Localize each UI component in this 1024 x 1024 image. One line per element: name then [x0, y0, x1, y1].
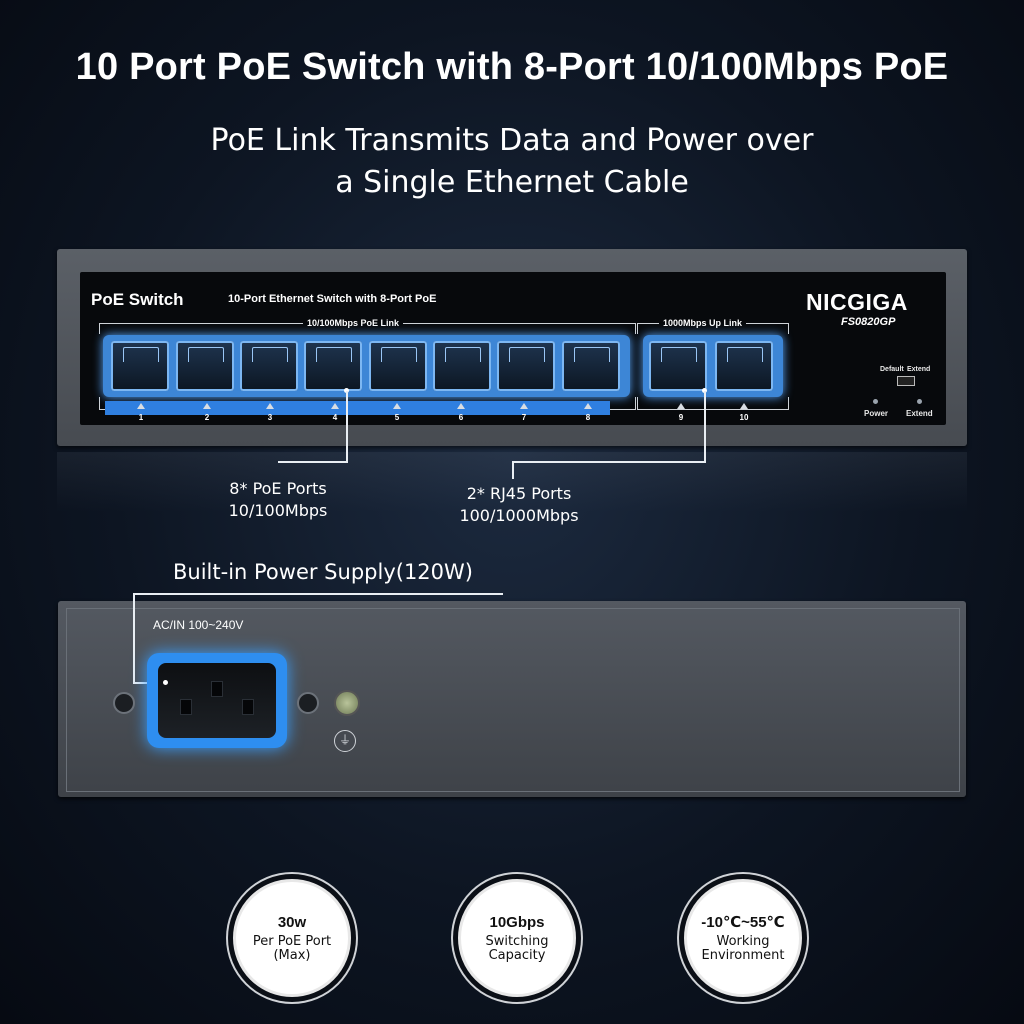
badge-value: 10Gbps	[489, 913, 545, 931]
screw-icon	[113, 692, 135, 714]
port-number-10: 10	[739, 413, 749, 422]
uplink-group-label: 1000Mbps Up Link	[659, 318, 747, 328]
badge-value: -10℃~55℃	[701, 914, 785, 931]
port-marker-icon	[584, 403, 592, 409]
page-title: 10 Port PoE Switch with 8-Port 10/100Mbp…	[75, 46, 949, 88]
poe-led-bar	[105, 401, 610, 415]
port-marker-icon	[740, 403, 748, 409]
power-led-label: Power	[864, 409, 889, 418]
power-inlet-socket[interactable]	[158, 663, 276, 738]
badge-desc-line-2: (Max)	[273, 947, 311, 963]
power-pin-icon	[242, 699, 254, 715]
callout-line-poe	[346, 391, 348, 463]
ethernet-port-9[interactable]	[649, 341, 707, 391]
badge-desc-line-2: Environment	[701, 948, 785, 963]
poe-ports-callout: 8* PoE Ports 10/100Mbps	[198, 478, 358, 522]
port-marker-icon	[677, 403, 685, 409]
callout-dot-psu	[163, 680, 168, 685]
ground-screw-icon	[334, 690, 360, 716]
port-number-6: 6	[458, 413, 464, 422]
ground-symbol-icon: ⏚	[334, 730, 356, 752]
port-number-3: 3	[267, 413, 273, 422]
rj45-ports-callout-line-1: 2* RJ45 Ports	[466, 484, 572, 503]
badge-working-temperature: -10℃~55℃ Working Environment	[684, 879, 802, 997]
badge-desc-line-1: Per PoE Port	[252, 933, 332, 949]
callout-line-psu-h	[133, 593, 503, 595]
power-supply-label: Built-in Power Supply(120W)	[173, 560, 473, 584]
callout-line-rj45-v	[512, 461, 514, 479]
power-pin-icon	[180, 699, 192, 715]
callout-line-rj45	[704, 391, 706, 463]
switch-label-default: Default	[880, 366, 904, 373]
power-pin-icon	[211, 681, 223, 697]
callout-line-rj45-h	[512, 461, 706, 463]
port-number-9: 9	[678, 413, 684, 422]
port-number-5: 5	[394, 413, 400, 422]
ethernet-port-10[interactable]	[715, 341, 773, 391]
port-marker-icon	[520, 403, 528, 409]
callout-line-psu-v	[133, 593, 135, 683]
ethernet-port-7[interactable]	[497, 341, 555, 391]
extend-led-label: Extend	[906, 409, 933, 418]
ethernet-port-2[interactable]	[176, 341, 234, 391]
badge-poe-power: 30w Per PoE Port (Max)	[233, 879, 351, 997]
subtitle-line-2: a Single Ethernet Cable	[335, 165, 689, 200]
port-marker-icon	[331, 403, 339, 409]
uplink-group-bracket-bottom	[637, 397, 789, 410]
screw-icon	[297, 692, 319, 714]
extend-led-icon	[917, 399, 922, 404]
ethernet-port-5[interactable]	[369, 341, 427, 391]
front-brand-left: PoE Switch	[91, 290, 184, 309]
ethernet-port-8[interactable]	[562, 341, 620, 391]
port-number-2: 2	[204, 413, 210, 422]
port-marker-icon	[457, 403, 465, 409]
poe-group-label: 10/100Mbps PoE Link	[303, 318, 404, 328]
front-panel-title: 10-Port Ethernet Switch with 8-Port PoE	[228, 293, 437, 305]
rj45-ports-callout-line-2: 100/1000Mbps	[459, 506, 579, 525]
port-marker-icon	[137, 403, 145, 409]
port-number-1: 1	[138, 413, 144, 422]
mode-switch-toggle[interactable]	[897, 376, 915, 386]
subtitle-line-1: PoE Link Transmits Data and Power over	[210, 123, 814, 158]
ac-input-label: AC/IN 100~240V	[153, 618, 244, 632]
port-number-8: 8	[585, 413, 591, 422]
badge-desc-line-1: Working	[716, 934, 770, 949]
badge-value: 30w	[277, 913, 307, 931]
badge-desc-line-2: Capacity	[488, 947, 546, 963]
switch-label-extend: Extend	[907, 366, 931, 373]
poe-ports-callout-line-1: 8* PoE Ports	[229, 479, 327, 498]
callout-line-poe-h	[278, 461, 348, 463]
badge-desc-line-1: Switching	[485, 933, 549, 949]
rj45-ports-callout: 2* RJ45 Ports 100/1000Mbps	[434, 483, 604, 527]
port-marker-icon	[393, 403, 401, 409]
port-number-4: 4	[332, 413, 338, 422]
power-led-icon	[873, 399, 878, 404]
brand-logo: NICGIGA	[806, 289, 908, 315]
rear-panel-border	[66, 608, 960, 792]
port-number-7: 7	[521, 413, 527, 422]
port-marker-icon	[266, 403, 274, 409]
poe-port-strip	[103, 335, 630, 397]
uplink-port-strip	[643, 335, 783, 397]
callout-dot-rj45	[702, 388, 707, 393]
model-number: FS0820GP	[841, 316, 896, 328]
page-subtitle: PoE Link Transmits Data and Power over a…	[0, 120, 1024, 204]
port-marker-icon	[203, 403, 211, 409]
badge-switching-capacity: 10Gbps Switching Capacity	[458, 879, 576, 997]
ethernet-port-6[interactable]	[433, 341, 491, 391]
ethernet-port-4[interactable]	[304, 341, 362, 391]
callout-dot-poe	[344, 388, 349, 393]
poe-ports-callout-line-2: 10/100Mbps	[228, 501, 328, 520]
ethernet-port-1[interactable]	[111, 341, 169, 391]
ethernet-port-3[interactable]	[240, 341, 298, 391]
